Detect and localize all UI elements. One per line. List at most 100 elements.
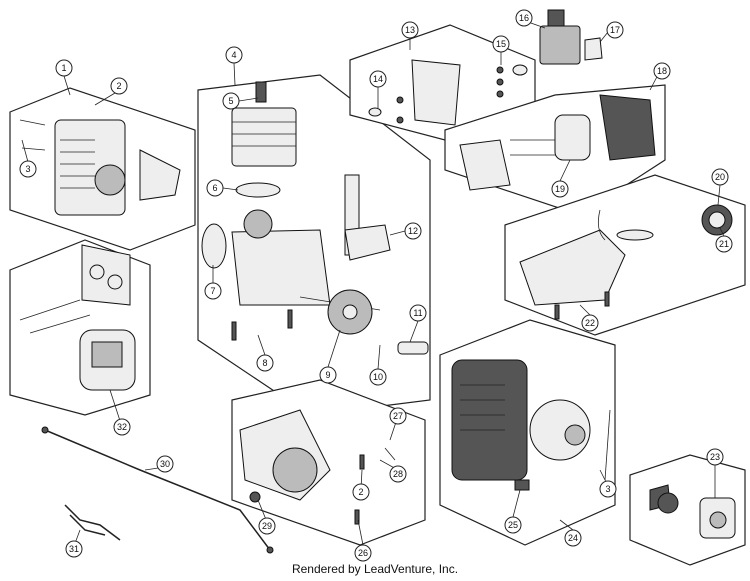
callout-20: 20 — [711, 168, 729, 186]
svg-text:25: 25 — [508, 520, 518, 530]
callout-3: 3 — [19, 160, 37, 178]
callout-15: 15 — [492, 35, 510, 53]
group-starter — [231, 379, 426, 546]
group-air-filter — [444, 84, 666, 216]
callout-12: 12 — [404, 222, 422, 240]
callout-8: 8 — [256, 354, 274, 372]
crank-shaft-sleeve — [397, 341, 429, 355]
callout-25: 25 — [504, 516, 522, 534]
callout-4: 4 — [225, 46, 243, 64]
callout-32: 32 — [113, 418, 131, 436]
callout-21: 21 — [715, 235, 733, 253]
gasket — [235, 182, 281, 198]
svg-text:3: 3 — [25, 164, 30, 174]
svg-text:2: 2 — [358, 487, 363, 497]
svg-text:15: 15 — [496, 39, 506, 49]
callout-6: 6 — [206, 179, 224, 197]
callout-3b: 3 — [599, 480, 617, 498]
filter-cover — [599, 94, 656, 161]
svg-text:19: 19 — [555, 184, 565, 194]
engine-shroud — [451, 359, 528, 481]
callout-18: 18 — [653, 62, 671, 80]
callout-27: 27 — [389, 407, 407, 425]
cover-flange — [139, 149, 181, 201]
svg-text:32: 32 — [117, 422, 127, 432]
throttle-cable — [41, 426, 274, 554]
screw-b — [287, 309, 293, 329]
callout-5: 5 — [222, 92, 240, 110]
callout-11: 11 — [409, 304, 427, 322]
callout-9: 9 — [319, 366, 337, 384]
filter-base — [459, 139, 511, 191]
wire-harness — [64, 504, 121, 541]
callout-29: 29 — [258, 517, 276, 535]
callout-16: 16 — [515, 9, 533, 27]
callout-2: 2 — [110, 77, 128, 95]
carburetor — [539, 9, 603, 65]
svg-text:10: 10 — [373, 372, 383, 382]
seal-ring — [201, 223, 227, 269]
group-engine-cover — [9, 87, 196, 251]
oring-15 — [512, 64, 528, 76]
svg-text:30: 30 — [160, 459, 170, 469]
svg-text:24: 24 — [568, 533, 578, 543]
svg-text:6: 6 — [212, 183, 217, 193]
svg-text:5: 5 — [228, 96, 233, 106]
group-cylinder — [197, 74, 431, 416]
starter-pulley — [272, 447, 318, 493]
callout-7: 7 — [204, 282, 222, 300]
callout-31: 31 — [65, 540, 83, 558]
screw-a — [231, 321, 237, 341]
callout-23: 23 — [706, 448, 724, 466]
callout-19: 19 — [551, 180, 569, 198]
group-fuel-tank — [504, 174, 746, 336]
footer-credit: Rendered by LeadVenture, Inc. — [291, 562, 459, 576]
svg-text:14: 14 — [373, 74, 383, 84]
svg-text:12: 12 — [408, 226, 418, 236]
filter-element — [554, 114, 591, 161]
fuel-tank — [519, 229, 626, 306]
svg-text:2: 2 — [116, 81, 121, 91]
svg-text:28: 28 — [393, 469, 403, 479]
group-muffler — [9, 239, 151, 416]
svg-text:18: 18 — [657, 66, 667, 76]
callout-24: 24 — [564, 529, 582, 547]
clutch-hub — [657, 492, 679, 514]
callout-26: 26 — [354, 544, 372, 562]
cover-fins — [60, 139, 95, 189]
carb-pump — [547, 9, 565, 27]
svg-text:26: 26 — [358, 548, 368, 558]
svg-text:20: 20 — [715, 172, 725, 182]
crankcase — [231, 229, 331, 306]
piston — [243, 209, 273, 239]
svg-text:21: 21 — [719, 239, 729, 249]
svg-text:4: 4 — [231, 50, 236, 60]
callout-28: 28 — [389, 465, 407, 483]
muffler-bracket — [81, 244, 131, 306]
callout-13: 13 — [401, 21, 419, 39]
svg-text:31: 31 — [69, 544, 79, 554]
callout-14: 14 — [369, 70, 387, 88]
callout-22: 22 — [581, 314, 599, 332]
svg-text:1: 1 — [61, 63, 66, 73]
muffler-screen — [91, 341, 123, 368]
svg-text:23: 23 — [710, 452, 720, 462]
svg-text:13: 13 — [405, 25, 415, 35]
svg-text:11: 11 — [413, 308, 422, 318]
engine-clip — [514, 479, 530, 491]
group-clutch — [629, 454, 746, 566]
callout-1: 1 — [55, 59, 73, 77]
intake-bracket — [411, 59, 461, 126]
spark-plug — [255, 81, 267, 103]
svg-text:9: 9 — [325, 370, 330, 380]
callout-30: 30 — [156, 455, 174, 473]
svg-text:3: 3 — [605, 484, 610, 494]
carb-gasket — [584, 37, 603, 61]
svg-text:8: 8 — [262, 358, 267, 368]
svg-text:22: 22 — [585, 318, 595, 328]
clip-14 — [368, 107, 382, 117]
control-bracket — [344, 224, 391, 261]
callout-17: 17 — [606, 21, 624, 39]
svg-text:27: 27 — [393, 411, 403, 421]
